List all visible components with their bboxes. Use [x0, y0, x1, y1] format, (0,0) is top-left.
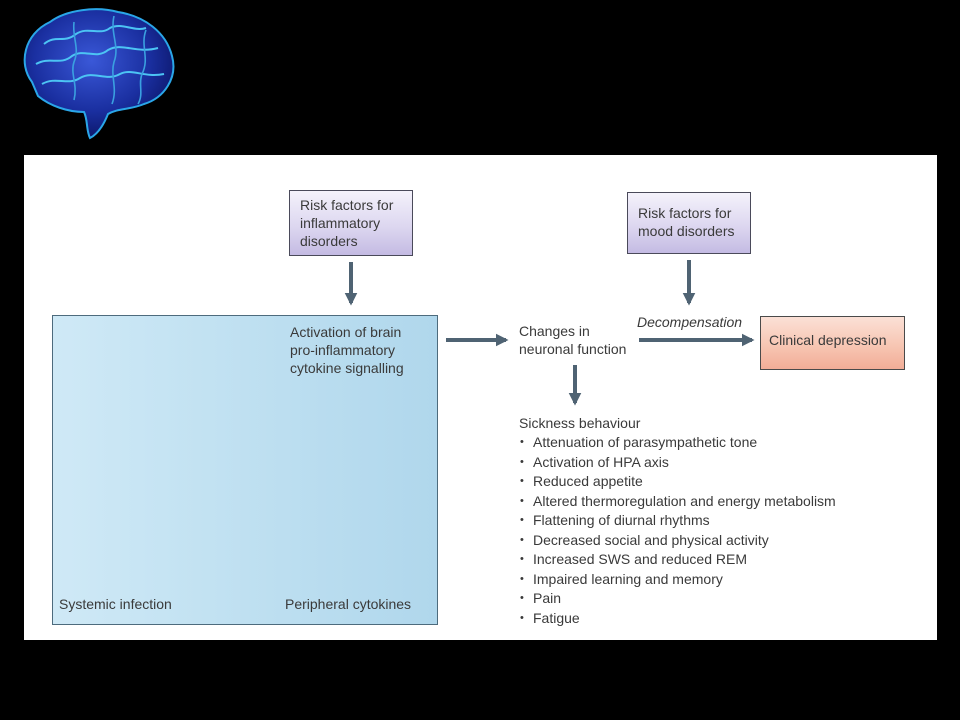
changes-line-2: neuronal function [519, 341, 627, 357]
risk-mood-line-2: mood disorders [638, 223, 735, 239]
activation-line-2: pro-inflammatory [290, 342, 396, 358]
clinical-depression-label: Clinical depression [769, 332, 887, 348]
sickness-item: Altered thermoregulation and energy meta… [519, 492, 899, 512]
sickness-behaviour-block: Sickness behaviour Attenuation of parasy… [519, 413, 899, 628]
peripheral-to-brain-box [52, 315, 438, 625]
changes-neuronal-label: Changes in neuronal function [519, 322, 644, 358]
risk-inflammatory-line-2: inflammatory [300, 215, 381, 231]
sickness-list: Attenuation of parasympathetic tone Acti… [519, 433, 899, 628]
risk-mood-box: Risk factors for mood disorders [627, 192, 751, 254]
sickness-item: Impaired learning and memory [519, 570, 899, 590]
brain-logo-icon [23, 8, 175, 140]
risk-mood-line-1: Risk factors for [638, 205, 732, 221]
risk-inflammatory-line-3: disorders [300, 233, 358, 249]
changes-line-1: Changes in [519, 323, 590, 339]
sickness-item: Pain [519, 589, 899, 609]
sickness-title: Sickness behaviour [519, 415, 641, 431]
activation-line-1: Activation of brain [290, 324, 402, 340]
sickness-item: Increased SWS and reduced REM [519, 550, 899, 570]
sickness-item: Flattening of diurnal rhythms [519, 511, 899, 531]
activation-brain-label: Activation of brain pro-inflammatory cyt… [290, 323, 430, 377]
clinical-depression-box: Clinical depression [760, 316, 905, 370]
diagram-panel: Risk factors for inflammatory disorders … [24, 155, 937, 640]
sickness-item: Attenuation of parasympathetic tone [519, 433, 899, 453]
decompensation-label: Decompensation [637, 314, 743, 330]
sickness-item: Reduced appetite [519, 472, 899, 492]
risk-inflammatory-line-1: Risk factors for [300, 197, 394, 213]
sickness-item: Activation of HPA axis [519, 453, 899, 473]
systemic-infection-label: Systemic infection [59, 596, 172, 612]
sickness-item: Decreased social and physical activity [519, 531, 899, 551]
peripheral-cytokines-label: Peripheral cytokines [285, 596, 412, 612]
risk-inflammatory-box: Risk factors for inflammatory disorders [289, 190, 413, 256]
sickness-item: Fatigue [519, 609, 899, 629]
activation-line-3: cytokine signalling [290, 360, 404, 376]
